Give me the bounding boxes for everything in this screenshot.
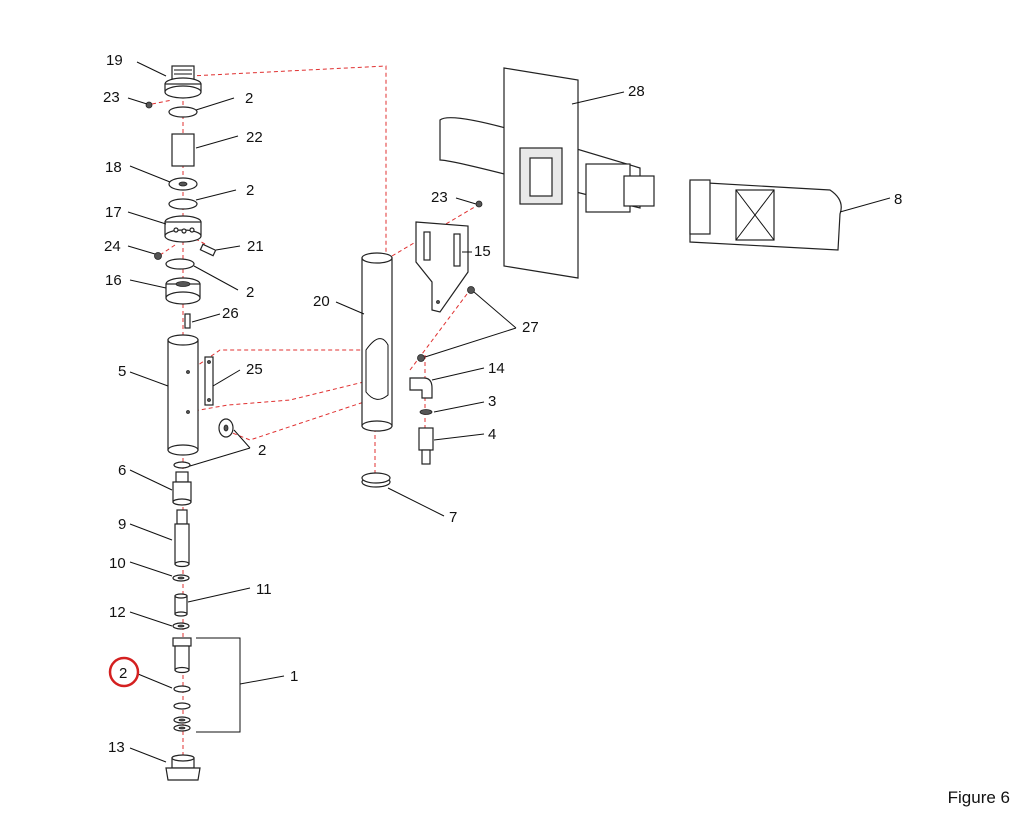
- part-28-plate[interactable]: [503, 67, 579, 279]
- part-20-cylinder[interactable]: [361, 252, 393, 432]
- part-22-spring[interactable]: [171, 133, 195, 167]
- part-6-fitting[interactable]: [172, 471, 192, 506]
- part-11-spacer[interactable]: [174, 593, 188, 617]
- callout-25[interactable]: 25: [246, 361, 263, 378]
- part-25-bracket[interactable]: [204, 356, 214, 406]
- callout-10[interactable]: 10: [109, 555, 126, 572]
- callout-13[interactable]: 13: [108, 739, 125, 756]
- part-7-ring[interactable]: [361, 472, 391, 488]
- part-23-screw-b[interactable]: [475, 200, 483, 208]
- callout-6[interactable]: 6: [118, 462, 126, 479]
- part-2-oring-b[interactable]: [168, 198, 198, 210]
- part-2-oring-d2[interactable]: [173, 461, 191, 469]
- callout-14[interactable]: 14: [488, 360, 505, 377]
- part-24-screw[interactable]: [154, 252, 162, 260]
- callout-9[interactable]: 9: [118, 516, 126, 533]
- part-9-stem[interactable]: [174, 509, 190, 568]
- callout-2-highlighted[interactable]: 2: [119, 665, 127, 682]
- part-8-belt[interactable]: [439, 117, 842, 251]
- part-2-oring-e[interactable]: [173, 685, 191, 693]
- part-5-housing[interactable]: [167, 334, 199, 456]
- part-27-screw-b[interactable]: [417, 354, 425, 362]
- part-1-washer-c[interactable]: [173, 724, 191, 732]
- part-14-elbow[interactable]: [409, 377, 433, 399]
- part-12-washer[interactable]: [172, 622, 190, 630]
- callout-24[interactable]: 24: [104, 238, 121, 255]
- callout-16[interactable]: 16: [105, 272, 122, 289]
- callout-23[interactable]: 23: [431, 189, 448, 206]
- callout-12[interactable]: 12: [109, 604, 126, 621]
- part-10-washer[interactable]: [172, 574, 190, 582]
- part-26-dowel[interactable]: [184, 313, 191, 329]
- callout-1[interactable]: 1: [290, 668, 298, 685]
- callout-2[interactable]: 2: [246, 182, 254, 199]
- callout-18[interactable]: 18: [105, 159, 122, 176]
- part-17-valve-body[interactable]: [164, 215, 202, 243]
- callout-22[interactable]: 22: [246, 129, 263, 146]
- callout-5[interactable]: 5: [118, 363, 126, 380]
- part-15-mount-plate[interactable]: [415, 221, 469, 313]
- callout-4[interactable]: 4: [488, 426, 496, 443]
- callout-20[interactable]: 20: [313, 293, 330, 310]
- callout-2[interactable]: 2: [245, 90, 253, 107]
- callout-11[interactable]: 11: [256, 581, 272, 598]
- callout-27[interactable]: 27: [522, 319, 539, 336]
- part-18-washer[interactable]: [168, 177, 198, 191]
- callout-7[interactable]: 7: [449, 509, 457, 526]
- callout-3[interactable]: 3: [488, 393, 496, 410]
- part-19-cap[interactable]: [164, 65, 202, 99]
- part-27-screw-a[interactable]: [467, 286, 475, 294]
- part-16-seat[interactable]: [165, 277, 201, 305]
- part-2-oring-a[interactable]: [168, 106, 198, 118]
- part-21-pin[interactable]: [199, 243, 217, 257]
- callout-2[interactable]: 2: [258, 442, 266, 459]
- callout-19[interactable]: 19: [106, 52, 123, 69]
- part-3-oring[interactable]: [419, 409, 433, 415]
- part-1-washer-b[interactable]: [173, 716, 191, 724]
- callout-17[interactable]: 17: [105, 204, 122, 221]
- part-1-piston[interactable]: [172, 637, 192, 674]
- part-2-oring-c[interactable]: [165, 258, 195, 270]
- callout-labels: 19 23 2 22 18 2 17 24 21 16 2 26 5 25 2 …: [103, 52, 902, 756]
- part-23-screw[interactable]: [145, 101, 153, 109]
- part-4-connector[interactable]: [418, 427, 434, 465]
- callout-21[interactable]: 21: [247, 238, 264, 255]
- callout-15[interactable]: 15: [474, 243, 491, 260]
- highlight-circle: [108, 656, 140, 688]
- part-13-nut[interactable]: [165, 754, 201, 781]
- callout-26[interactable]: 26: [222, 305, 239, 322]
- part-2-washer-d[interactable]: [218, 418, 234, 438]
- callout-28[interactable]: 28: [628, 83, 645, 100]
- callout-2[interactable]: 2: [246, 284, 254, 301]
- leader-lines: [127, 61, 891, 763]
- part-1-ring-a[interactable]: [173, 702, 191, 710]
- callout-8[interactable]: 8: [894, 191, 902, 208]
- figure-caption: Figure 6: [947, 788, 1010, 807]
- callout-23[interactable]: 23: [103, 89, 120, 106]
